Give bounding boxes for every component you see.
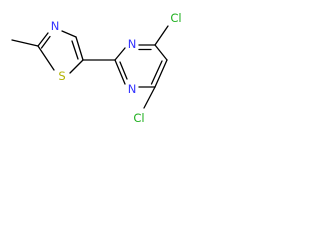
atom-cl-top: Cl (170, 11, 181, 25)
bond-c5-c4 (154, 59, 168, 88)
bond-c2-n3 (37, 32, 49, 47)
bond-s1-c2 (37, 45, 55, 71)
atom-n-thiazole: N (51, 19, 60, 33)
bond-c2-n1 (114, 47, 126, 61)
bond-c5-s1 (69, 59, 84, 74)
bond-n3-c2-double (119, 61, 128, 80)
atom-n-pyrimidine-top: N (128, 37, 137, 51)
atom-labels: N S N N Cl Cl (51, 11, 182, 125)
bond-methyl (11, 39, 39, 47)
bonds (11, 25, 169, 109)
atom-n-pyrimidine-bottom: N (128, 82, 137, 96)
bond-n3-c4 (61, 30, 77, 38)
atom-cl-bottom: Cl (133, 111, 144, 125)
bond-n3-c2 (114, 59, 126, 85)
molecule-structure: N S N N Cl Cl (11, 11, 182, 125)
bond-c2-n3-double (40, 35, 51, 49)
bond-c6-cl (154, 25, 169, 46)
bond-c4-c5 (75, 36, 84, 61)
bond-c4-c5-double (71, 40, 79, 60)
atom-s-thiazole: S (58, 69, 65, 83)
bond-c4-cl (143, 86, 156, 109)
bond-c6-c5 (154, 44, 168, 61)
bond-c5-c4-double (150, 60, 163, 85)
